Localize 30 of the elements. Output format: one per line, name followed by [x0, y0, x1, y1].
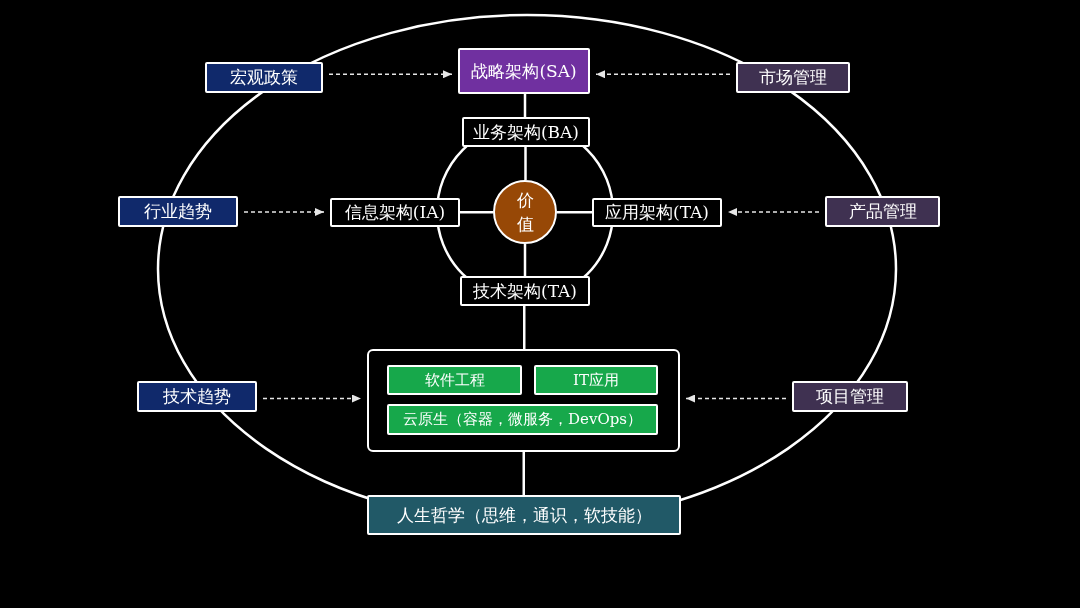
strategy-box: 战略架构(SA) — [458, 48, 590, 94]
connector-line — [523, 94, 527, 117]
dashed-arrow — [727, 208, 820, 216]
foundation-box: 人生哲学（思维，通识，软技能） — [367, 495, 681, 535]
dashed-arrow — [243, 208, 325, 216]
module-box: 云原生（容器，微服务，DevOps） — [387, 404, 658, 435]
module-box: 软件工程 — [387, 365, 522, 395]
connector-line — [557, 211, 592, 214]
connector-line — [522, 452, 525, 495]
architecture-box: 应用架构(TA) — [592, 198, 722, 227]
tag-box: 产品管理 — [825, 196, 940, 227]
tag-box: 市场管理 — [736, 62, 850, 93]
dashed-arrow — [262, 394, 362, 403]
tag-box: 宏观政策 — [205, 62, 323, 93]
module-box: IT应用 — [534, 365, 658, 395]
architecture-box: 信息架构(IA) — [330, 198, 460, 227]
connector-line — [460, 211, 493, 214]
connector-line — [523, 306, 526, 349]
architecture-box: 业务架构(BA) — [462, 117, 590, 147]
tag-box: 项目管理 — [792, 381, 908, 412]
dashed-arrow — [595, 70, 731, 79]
group-frame — [367, 349, 680, 452]
connector-line — [524, 147, 527, 180]
tag-box: 行业趋势 — [118, 196, 238, 227]
architecture-box: 技术架构(TA) — [460, 276, 590, 306]
dashed-arrow — [685, 394, 787, 403]
dashed-arrow — [328, 70, 453, 79]
connector-line — [523, 244, 527, 276]
value-circle: 价值 — [493, 180, 557, 244]
tag-box: 技术趋势 — [137, 381, 257, 412]
